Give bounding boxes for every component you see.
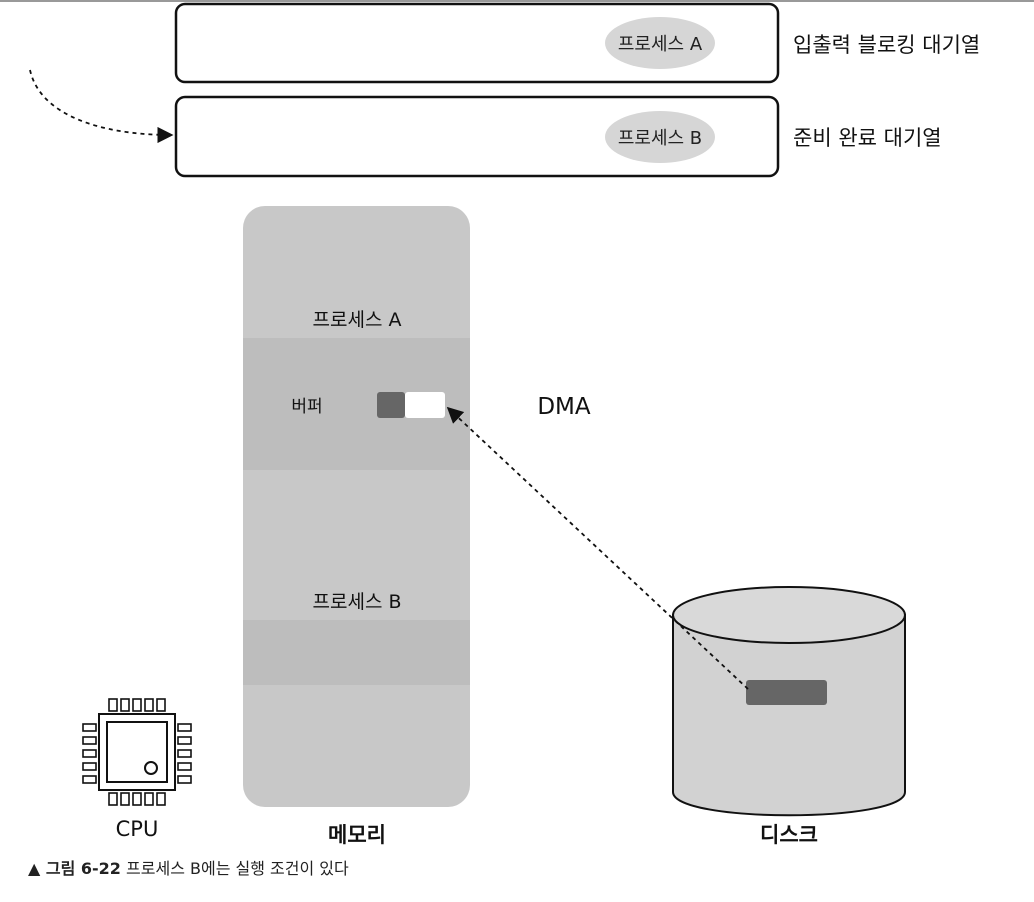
memory-block: 프로세스 A 버퍼 프로세스 B 메모리: [243, 206, 470, 847]
figure-caption: ▲ 그림 6-22 프로세스 B에는 실행 조건이 있다: [28, 855, 349, 879]
io-blocking-queue: 프로세스 A 입출력 블로킹 대기열: [174, 2, 980, 84]
queued-process-a-token: [605, 17, 715, 69]
disk-top: [672, 586, 906, 644]
disk-data-block: [746, 680, 827, 705]
memory-label: 메모리: [328, 823, 386, 847]
queued-process-a-label: 프로세스 A: [618, 34, 703, 55]
disk: 디스크: [672, 586, 906, 847]
buffer-filled-cell: [377, 392, 405, 418]
figure-caption-text: 프로세스 B에는 실행 조건이 있다: [126, 859, 349, 878]
queued-process-b-label: 프로세스 B: [618, 128, 702, 149]
ready-queue: 프로세스 B 준비 완료 대기열: [174, 95, 942, 178]
memory-body: [243, 206, 470, 807]
io-blocking-queue-label: 입출력 블로킹 대기열: [793, 33, 980, 57]
dma-label: DMA: [537, 394, 591, 420]
cpu-chip-icon: [82, 698, 192, 806]
memory-band-process-b: [243, 620, 470, 685]
memory-process-b-label: 프로세스 B: [313, 591, 402, 613]
memory-buffer-label: 버퍼: [291, 397, 322, 417]
memory-process-a-label: 프로세스 A: [313, 309, 402, 331]
buffer-empty-cell: [405, 392, 445, 418]
disk-label: 디스크: [760, 823, 818, 847]
cpu-label: CPU: [116, 817, 159, 841]
enqueue-arrow: [29, 69, 174, 144]
figure-number: ▲ 그림 6-22: [28, 859, 121, 878]
disk-body: [672, 614, 906, 817]
queued-process-b-token: [605, 111, 715, 163]
ready-queue-label: 준비 완료 대기열: [793, 126, 942, 150]
